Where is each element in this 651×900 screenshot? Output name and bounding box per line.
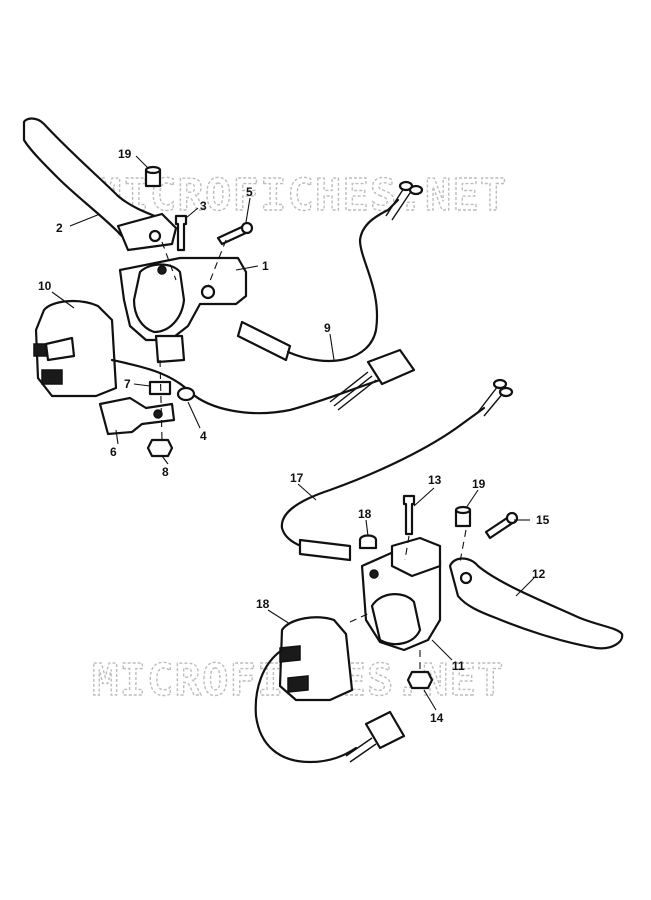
switch-left-rocker: [44, 336, 76, 362]
leader-10: [51, 291, 75, 309]
guide-right-2: [404, 535, 410, 561]
leader-4: [187, 401, 201, 429]
lever-holder-right-clamp: [370, 593, 422, 646]
guide-left-3: [159, 359, 163, 441]
leader-17: [297, 483, 317, 501]
switch-right-button-upper: [279, 645, 301, 663]
leader-14: [423, 689, 437, 711]
cap-right-top-rim: [454, 505, 472, 515]
callout-12: 12: [532, 567, 546, 581]
leader-3: [185, 207, 199, 219]
lever-left-pivot-hole: [148, 229, 162, 243]
lever-holder-left-bore: [200, 284, 216, 300]
callout-11: 11: [452, 659, 465, 673]
callout-8: 8: [162, 465, 169, 479]
switch-left-button-lower: [41, 369, 63, 385]
lever-holder-left-hole: [157, 265, 167, 275]
leader-11: [431, 639, 453, 661]
callout-1: 1: [262, 259, 269, 273]
switch-right-button-lower: [287, 675, 309, 693]
brake-switch-left: [236, 320, 292, 362]
lever-right-pivot-hole: [459, 571, 473, 585]
leader-18a: [365, 519, 369, 537]
callout-15: 15: [536, 513, 550, 527]
leader-2: [69, 213, 101, 227]
lever-holder-right-hole: [369, 569, 379, 579]
cap-right: [358, 534, 378, 550]
leader-9: [329, 333, 335, 361]
callout-18-upper: 18: [358, 507, 372, 521]
pivot-bolt-left: [174, 214, 188, 252]
brake-switch-right-leads: [477, 385, 505, 417]
brake-switch-left-leads: [385, 187, 413, 221]
lever-right: [448, 557, 624, 650]
leader-5: [245, 197, 251, 223]
leader-6: [115, 429, 119, 445]
lever-holder-left-stem: [154, 334, 186, 364]
bracket-left: [98, 396, 176, 436]
leader-19a: [135, 155, 149, 169]
spacer-left: [148, 380, 172, 396]
callout-13: 13: [428, 473, 442, 487]
callout-9: 9: [324, 321, 331, 335]
screw-left-head: [240, 221, 254, 235]
connector-left: [366, 348, 416, 386]
connector-left-wires: [329, 371, 377, 411]
brake-switch-left-terminal-b: [408, 184, 424, 196]
brake-switch-right-terminal-a: [492, 378, 508, 390]
guide-left-2: [207, 239, 227, 287]
screw-right-head: [505, 511, 519, 525]
callout-19-left: 19: [118, 147, 132, 161]
guide-left-1: [161, 241, 177, 281]
connector-right: [364, 710, 406, 750]
guide-right-1: [459, 529, 467, 563]
leader-8: [161, 455, 169, 465]
leader-12: [515, 577, 535, 597]
leader-18b: [267, 609, 291, 625]
leader-13: [413, 487, 435, 507]
bracket-left-hole: [153, 409, 163, 419]
lever-holder-right-top: [390, 536, 442, 578]
callout-4: 4: [200, 429, 207, 443]
pivot-bolt-right: [402, 494, 416, 536]
callout-17: 17: [290, 471, 304, 485]
callout-2: 2: [56, 221, 63, 235]
watermark-top: MICROFICHES.NET: [95, 170, 507, 221]
leader-7: [133, 383, 151, 387]
switch-left-cable: [110, 358, 382, 415]
callout-5: 5: [246, 185, 253, 199]
nut-right: [406, 670, 434, 690]
lever-holder-left-clamp: [132, 263, 186, 334]
connector-right-wires: [345, 737, 377, 763]
brake-switch-left-cable: [286, 198, 400, 363]
lever-left-pivot: [116, 212, 178, 252]
leader-19b: [465, 489, 479, 509]
callout-7: 7: [124, 377, 131, 391]
callout-6: 6: [110, 445, 117, 459]
switch-right-cable: [254, 648, 358, 764]
nut-left: [146, 438, 174, 458]
brake-switch-right-cable: [280, 406, 486, 556]
callout-18-lower: 18: [256, 597, 270, 611]
callout-14: 14: [430, 711, 444, 725]
callout-19-right: 19: [472, 477, 486, 491]
callout-3: 3: [200, 199, 207, 213]
cap-left-top: [144, 165, 162, 175]
callout-10: 10: [38, 279, 52, 293]
brake-switch-right: [298, 538, 352, 562]
brake-switch-right-terminal-b: [498, 386, 514, 398]
guide-right-4: [349, 611, 373, 623]
washer-left: [176, 386, 196, 402]
leader-1: [235, 265, 259, 271]
